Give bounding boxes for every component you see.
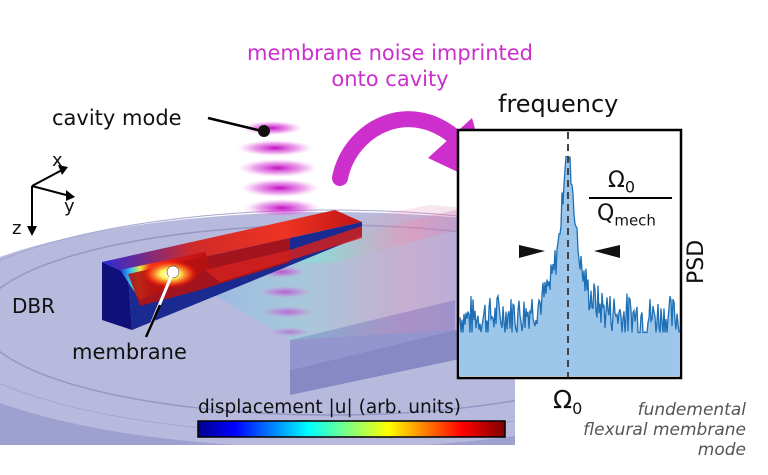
cavity-mode-label: cavity mode: [52, 106, 182, 130]
cavity-pointer-dot: [258, 125, 270, 137]
axis-y-label: y: [64, 196, 75, 217]
numerator-subscript: 0: [624, 177, 635, 197]
denominator-subscript: mech: [614, 211, 656, 230]
fraction-numerator: Ω0: [608, 168, 635, 196]
cavity-pointer: [207, 116, 263, 133]
frequency-axis-label: frequency: [498, 90, 619, 118]
axis-z-label: z: [12, 218, 22, 239]
coordinate-axes: [27, 165, 75, 236]
imprint-arrow: [332, 111, 466, 186]
fundamental-line1: fundemental: [637, 400, 746, 420]
membrane-pointer: [144, 304, 162, 338]
axis-x-label: x: [52, 150, 63, 171]
noise-title-line1: membrane noise imprinted: [247, 41, 533, 65]
dbr-label: DBR: [12, 294, 56, 318]
noise-title: membrane noise imprinted onto cavity: [190, 40, 590, 92]
denominator-q: Q: [597, 201, 615, 226]
fundamental-line2: flexural membrane: [583, 420, 746, 440]
fundamental-line3: mode: [697, 440, 746, 460]
noise-title-line2: onto cavity: [331, 67, 449, 91]
omega-subscript: 0: [572, 399, 583, 418]
omega-zero-tick: Ω0: [553, 385, 582, 418]
membrane-label: membrane: [72, 340, 187, 364]
psd-plot: [456, 128, 683, 380]
colorbar: [197, 420, 506, 438]
omega-symbol: Ω: [553, 385, 573, 414]
psd-trace: [459, 155, 680, 334]
linewidth-arrow-right: [594, 245, 620, 258]
linewidth-arrow-left: [519, 245, 545, 258]
membrane-beam: [102, 210, 362, 330]
colorbar-label: displacement |u| (arb. units): [198, 397, 461, 418]
cavity-mode-lobes: [237, 121, 320, 337]
psd-axis-label: PSD: [684, 239, 709, 284]
fraction-denominator: Qmech: [597, 201, 656, 229]
fundamental-mode-label: fundemental flexural membrane mode: [566, 400, 746, 460]
numerator-omega: Ω: [608, 168, 625, 193]
